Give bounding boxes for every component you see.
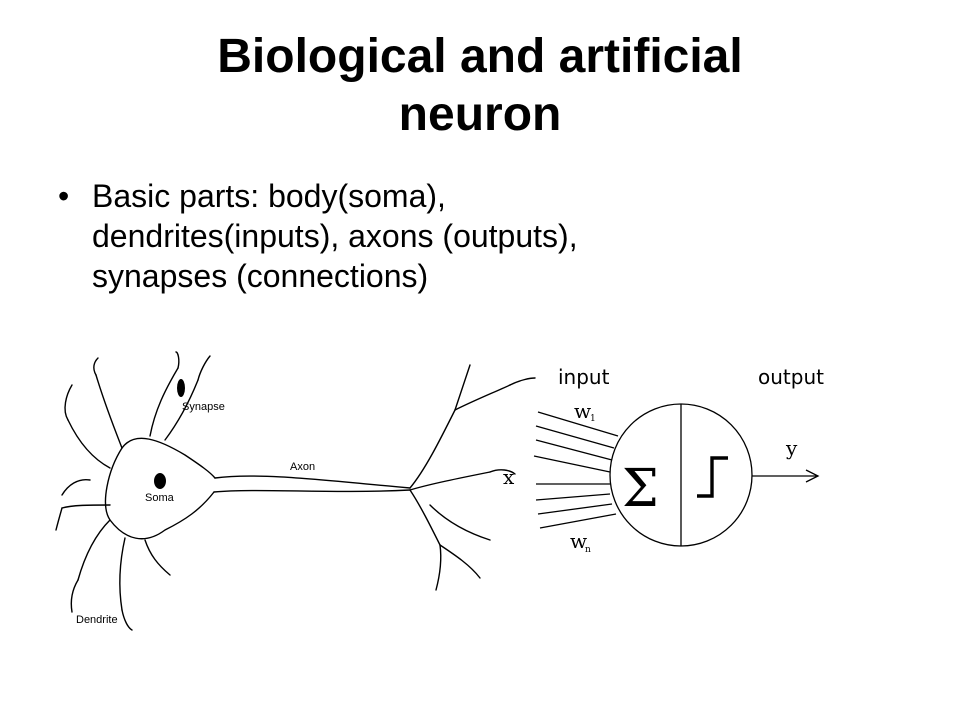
bullet-line-1: Basic parts: body(soma),: [92, 178, 446, 214]
artificial-neuron-drawing: [533, 403, 820, 547]
input-line-8: [539, 513, 617, 529]
synapse-label: Synapse: [182, 401, 225, 413]
input-label: input: [558, 365, 610, 389]
input-line-4: [533, 455, 611, 473]
synapse-knob: [177, 379, 185, 397]
y-label: y: [785, 436, 798, 460]
axon-label: Axon: [290, 461, 315, 473]
input-line-1: [537, 411, 619, 437]
w1-subscript: 1: [590, 414, 596, 424]
dendrite-label: Dendrite: [76, 614, 118, 626]
soma-nucleus: [154, 473, 166, 489]
bullet-dot-icon: •: [58, 178, 70, 214]
input-line-2: [535, 425, 615, 449]
input-line-6: [535, 493, 611, 501]
bullet-item-basic-parts: • Basic parts: body(soma), dendrites(inp…: [58, 176, 918, 296]
sum-icon: Σ: [622, 459, 659, 519]
output-label: output: [758, 365, 824, 389]
output-arrow-icon: [805, 469, 820, 483]
soma-label: Soma: [145, 492, 175, 504]
bullet-list: • Basic parts: body(soma), dendrites(inp…: [58, 176, 918, 296]
bullet-line-2: dendrites(inputs), axons (outputs),: [92, 218, 578, 254]
axon: [214, 475, 411, 489]
axon-lower: [213, 489, 411, 493]
title-line-2: neuron: [398, 88, 562, 141]
x-label: x: [503, 465, 515, 489]
step-function-icon: [697, 456, 728, 498]
w1-label: w: [574, 399, 591, 423]
biological-neuron-drawing: [55, 351, 536, 631]
input-line-3: [535, 439, 613, 461]
title-line-1: Biological and artificial: [217, 30, 743, 83]
wn-label: w: [570, 529, 587, 553]
input-line-7: [537, 503, 613, 515]
bullet-line-3: synapses (connections): [92, 258, 429, 294]
slide-title: Biological and artificial neuron: [0, 28, 960, 144]
wn-subscript: n: [585, 545, 591, 555]
soma-outline: [104, 437, 216, 540]
